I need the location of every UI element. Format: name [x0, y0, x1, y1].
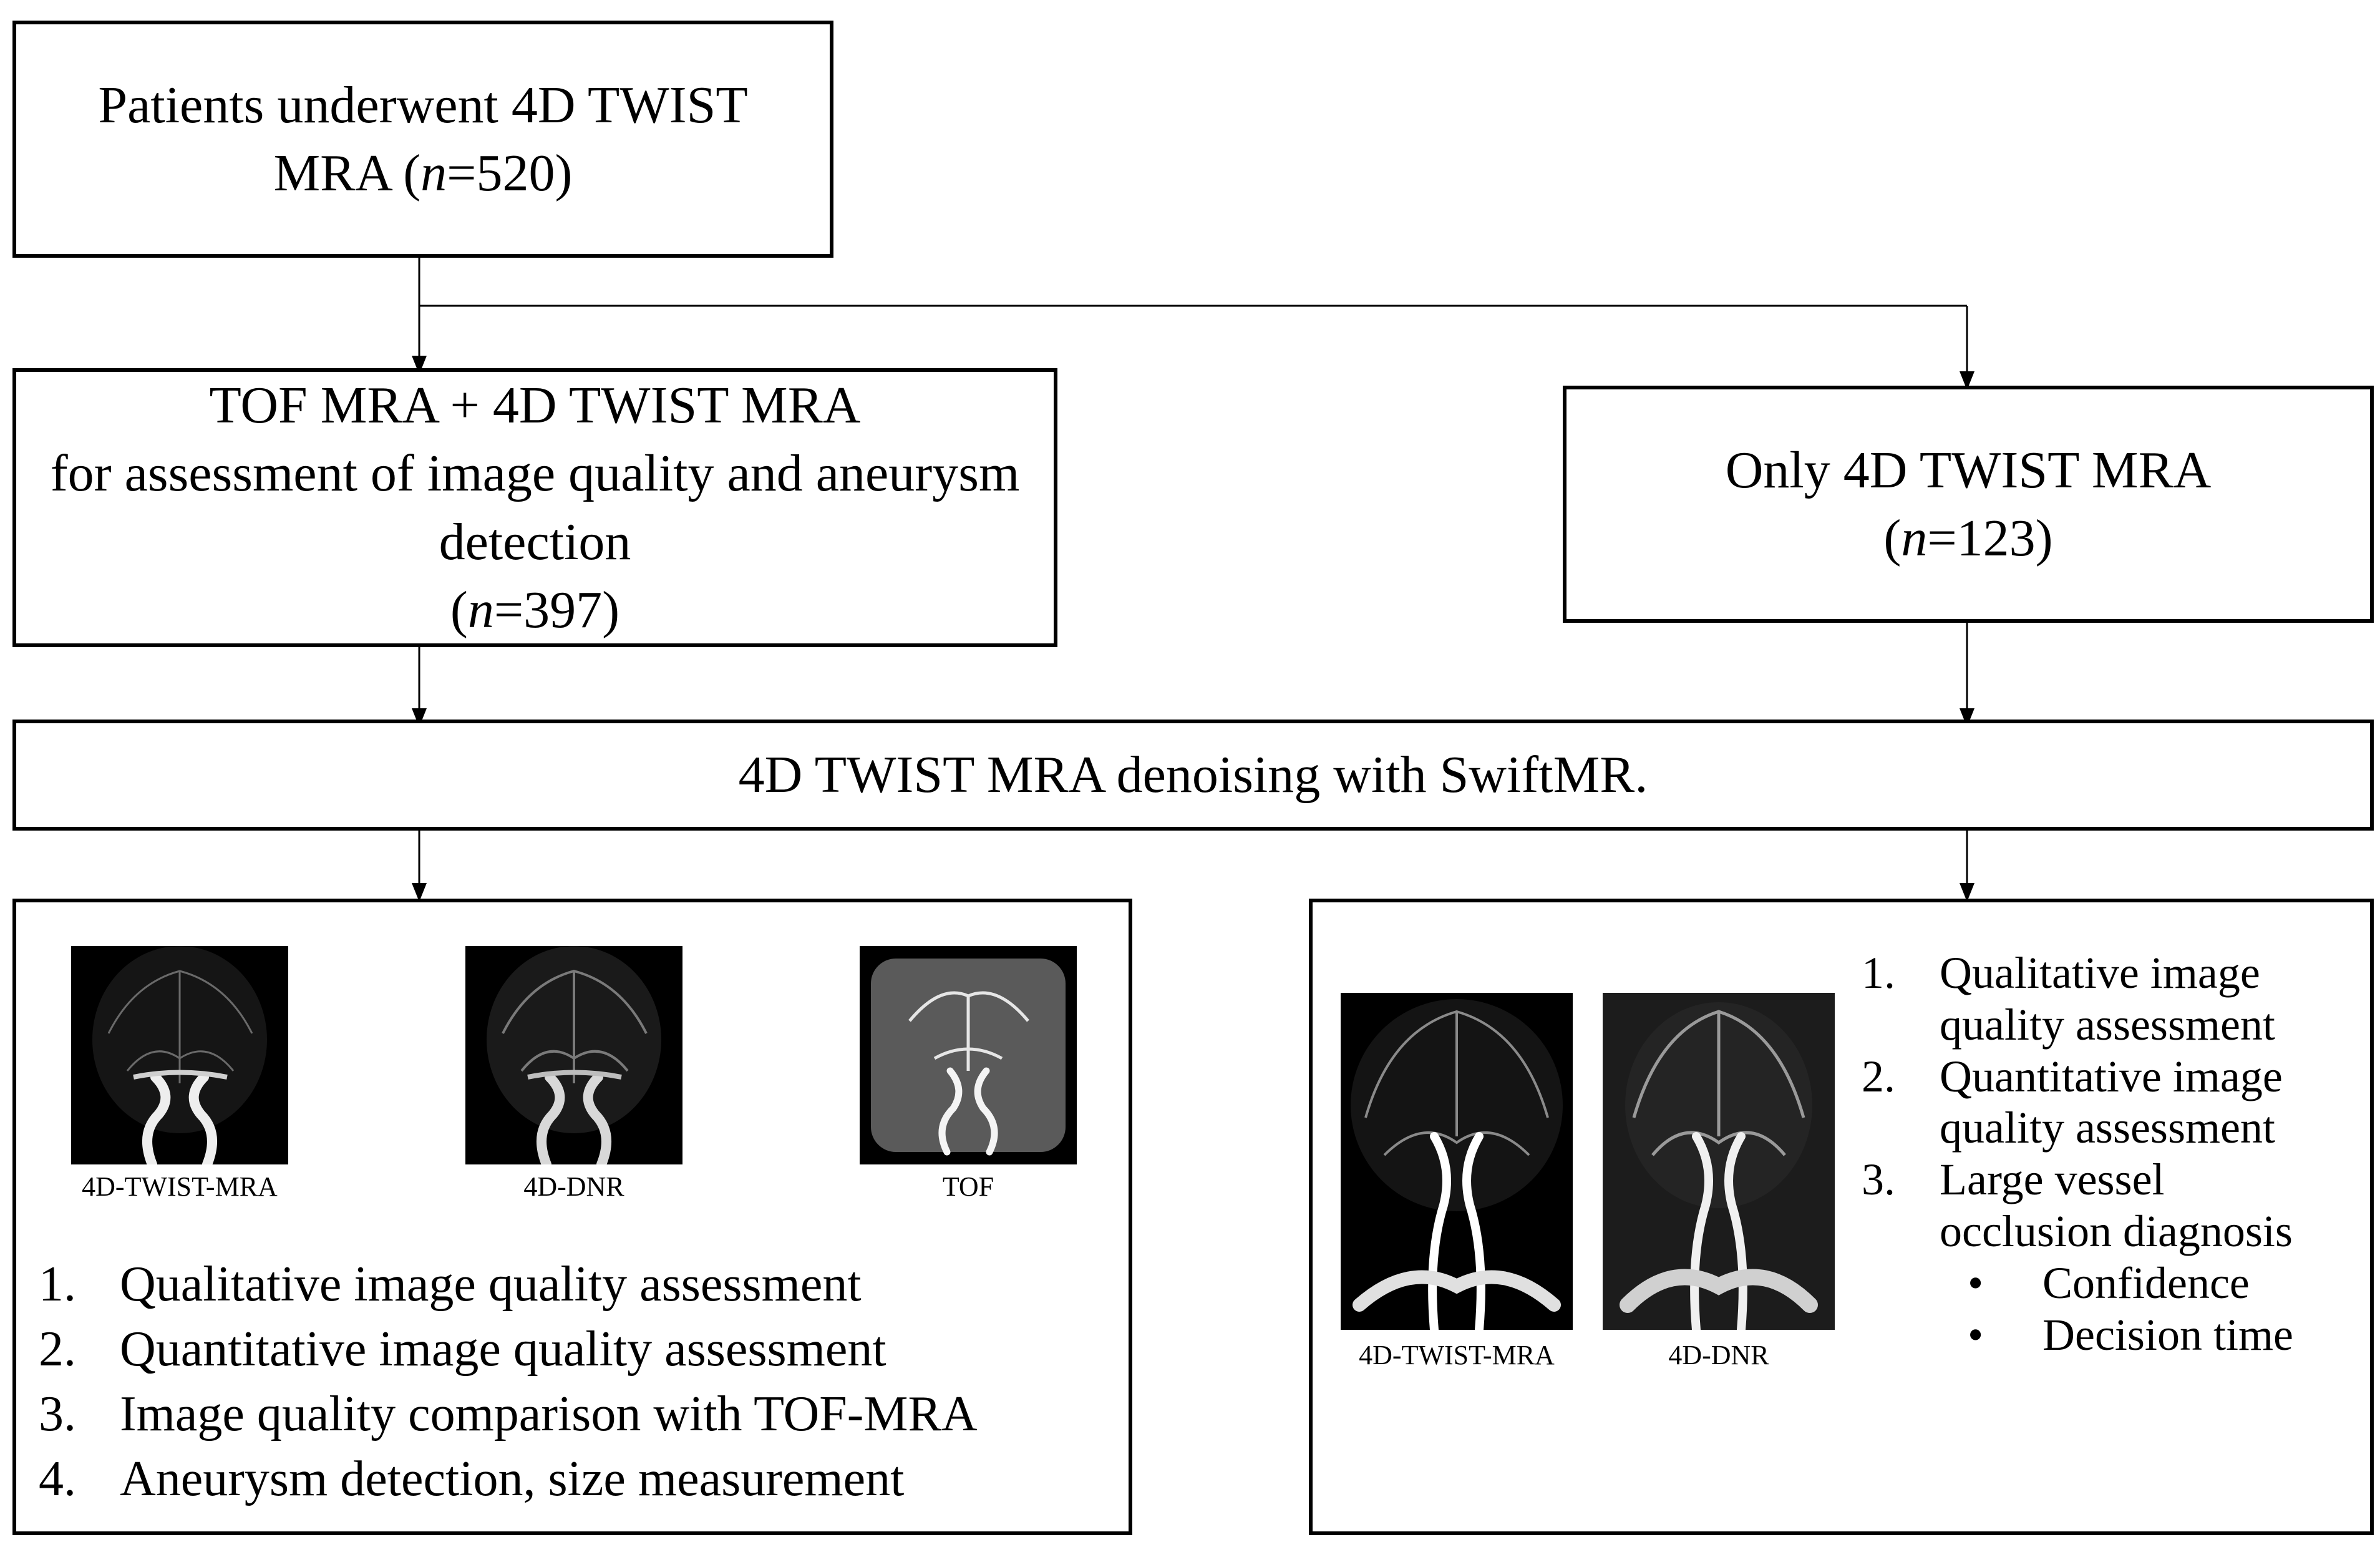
patients-line1: Patients underwent 4D TWIST — [98, 76, 748, 134]
tof-line2: for assessment of image quality and aneu… — [50, 444, 1020, 503]
vessel-image-icon — [487, 946, 661, 1164]
left-outcomes-panel: 4D-TWIST-MRA 4D-DNR — [12, 899, 1132, 1535]
decision-bullets: •Confidence •Decision time — [1968, 1257, 2293, 1361]
left-outcomes-list: 1.Qualitative image quality assessment 2… — [39, 1252, 978, 1511]
vessel-image-icon — [1351, 999, 1563, 1330]
vessel-image-icon — [1603, 993, 1835, 1330]
list-item: 4.Aneurysm detection, size measurement — [39, 1452, 905, 1506]
caption-dnr-left: 4D-DNR — [523, 1171, 624, 1202]
denoising-text: 4D TWIST MRA denoising with SwiftMR. — [738, 746, 1648, 804]
only-twist-box: Only 4D TWIST MRA (n=123) — [1563, 386, 2374, 623]
tof-line1: TOF MRA + 4D TWIST MRA — [209, 376, 861, 435]
vessel-image-icon — [92, 946, 267, 1164]
list-item: 1.Qualitative image quality assessment — [39, 1257, 862, 1312]
bullet-item: •Confidence — [1968, 1257, 2250, 1308]
caption-twist-left: 4D-TWIST-MRA — [82, 1171, 278, 1202]
arrowhead-only-to-denoise — [1960, 708, 1974, 727]
tof-count: (n=397) — [450, 580, 620, 639]
bullet-item: •Decision time — [1968, 1309, 2293, 1360]
arrowhead-to-tof — [412, 356, 427, 374]
tof-twist-box: TOF MRA + 4D TWIST MRA for assessment of… — [12, 368, 1057, 647]
caption-tof: TOF — [942, 1171, 994, 1202]
list-item: 3.Image quality comparison with TOF-MRA — [39, 1387, 978, 1442]
patients-line2: MRA (n=520) — [273, 144, 573, 202]
denoising-box: 4D TWIST MRA denoising with SwiftMR. — [12, 720, 2374, 831]
vessel-image-icon — [871, 959, 1066, 1156]
caption-twist-right: 4D-TWIST-MRA — [1359, 1340, 1555, 1370]
arrowhead-to-only — [1960, 371, 1974, 390]
mra-thumbnail-tof — [860, 946, 1077, 1164]
arrowhead-to-left-panel — [412, 883, 427, 902]
mra-thumbnail-dnr-neck — [1603, 993, 1835, 1330]
arrowhead-tof-to-denoise — [412, 708, 427, 727]
arrowhead-to-right-panel — [1960, 883, 1974, 902]
mra-thumbnail-twist — [71, 946, 288, 1164]
only-line1: Only 4D TWIST MRA — [1725, 441, 2212, 499]
tof-line3: detection — [439, 512, 631, 571]
caption-dnr-right: 4D-DNR — [1668, 1340, 1769, 1370]
only-count: (n=123) — [1883, 509, 2053, 567]
mra-thumbnail-dnr — [465, 946, 682, 1164]
mra-thumbnail-twist-neck — [1341, 993, 1573, 1330]
patients-box: Patients underwent 4D TWIST MRA (n=520) — [12, 21, 833, 258]
list-item: 2.Quantitative image quality assessment — [39, 1322, 886, 1377]
